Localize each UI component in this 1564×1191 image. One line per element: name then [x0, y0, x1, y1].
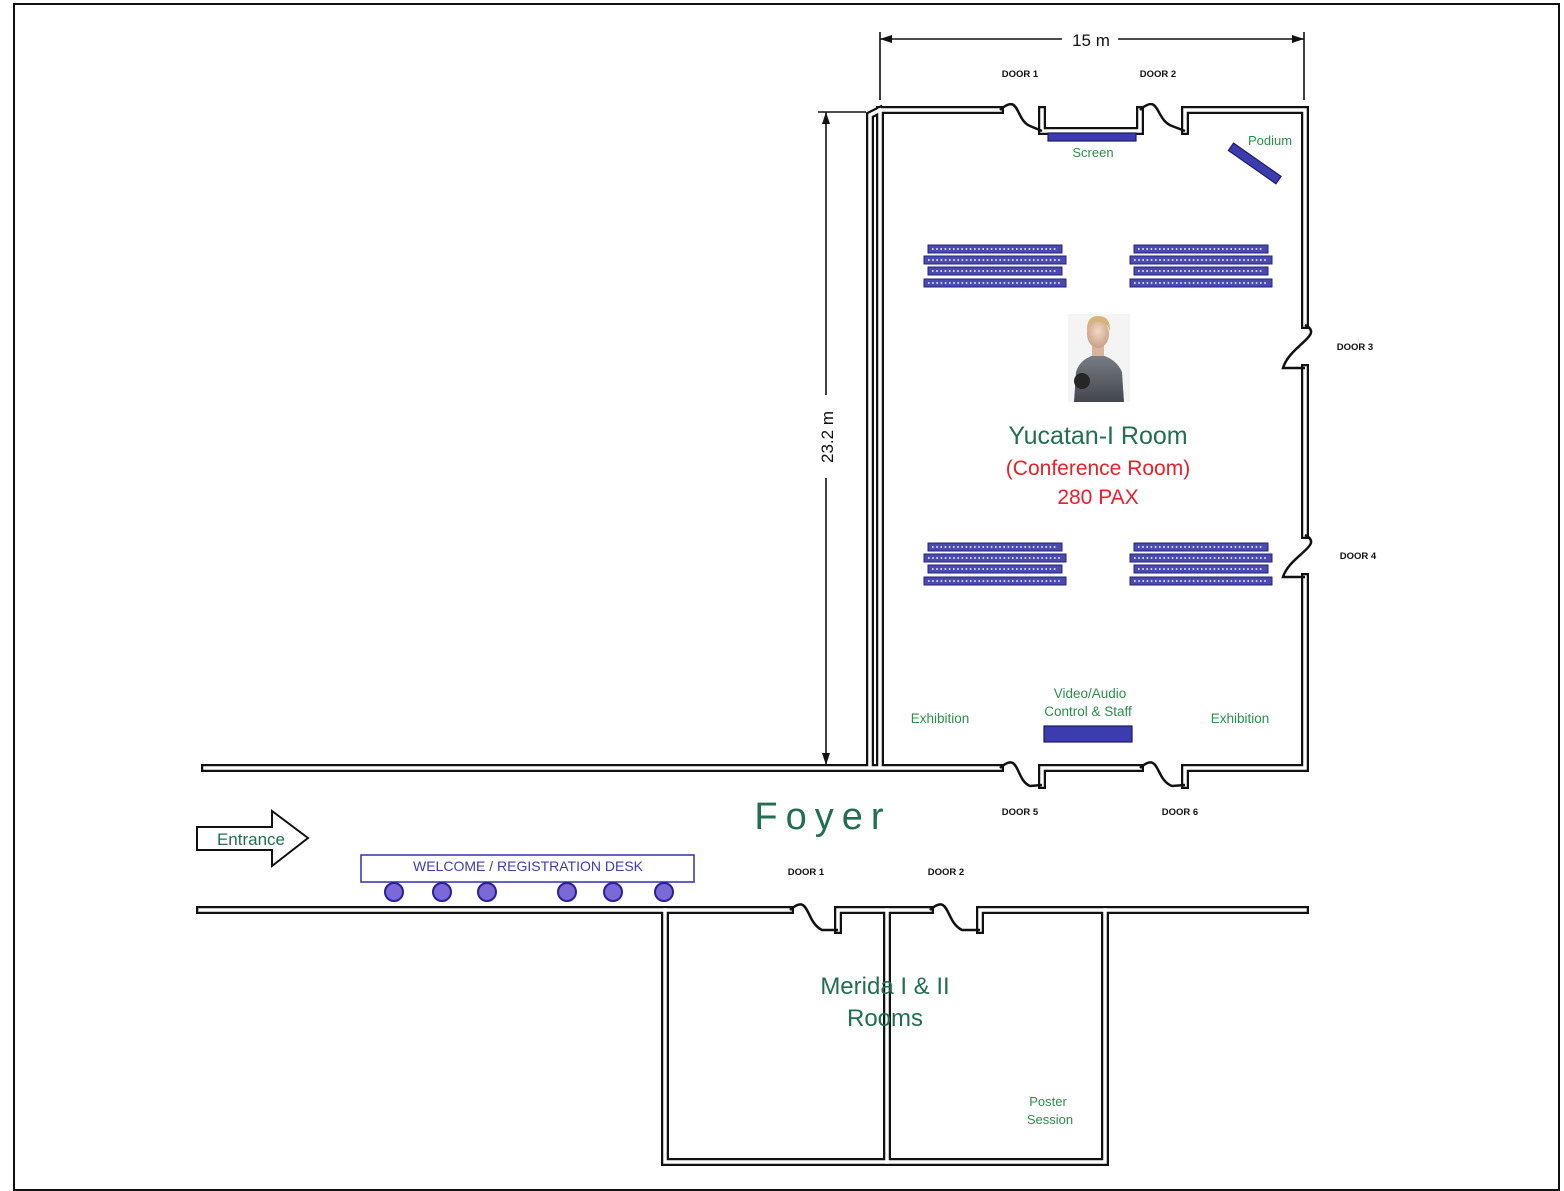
- exhibition-left-label: Exhibition: [911, 711, 970, 726]
- height-label: 23.2 m: [818, 411, 837, 463]
- screen-label: Screen: [1072, 145, 1113, 160]
- chair-icon: [384, 882, 404, 902]
- entrance-label: Entrance: [217, 830, 285, 849]
- poster-session-line2: Session: [1027, 1112, 1073, 1127]
- chair-icon: [603, 882, 623, 902]
- seating-block-bottom-left: [923, 542, 1067, 586]
- av-control-desk: Video/Audio Control & Staff: [1043, 686, 1133, 743]
- av-control-label-line1: Video/Audio: [1054, 686, 1127, 701]
- poster-session-line1: Poster: [1029, 1094, 1067, 1109]
- podium: Podium: [1227, 133, 1292, 185]
- yucatan-room-subtitle: (Conference Room): [1006, 457, 1190, 480]
- merida-door-1-label: DOOR 1: [788, 867, 825, 878]
- width-label: 15 m: [1072, 31, 1110, 50]
- door-1-label: DOOR 1: [1002, 69, 1039, 80]
- yucatan-room-title: Yucatan-I Room: [1008, 422, 1187, 450]
- yucatan-room-capacity: 280 PAX: [1057, 486, 1138, 509]
- merida-door-labels: DOOR 1 DOOR 2: [788, 867, 964, 878]
- door-swings: [789, 102, 1313, 932]
- door-5-label: DOOR 5: [1002, 807, 1039, 818]
- chair-icon: [477, 882, 497, 902]
- entrance-marker: Entrance: [196, 809, 310, 869]
- walls: [196, 104, 1309, 1166]
- chair-icon: [432, 882, 452, 902]
- door-3-label: DOOR 3: [1337, 342, 1373, 353]
- projection-screen: Screen: [1047, 132, 1137, 160]
- arrow-right-icon: [196, 809, 310, 869]
- door-6-label: DOOR 6: [1162, 807, 1198, 818]
- seating-block-bottom-right: [1129, 542, 1273, 586]
- chair-icon: [654, 882, 674, 902]
- merida-room-title-line1: Merida I & II: [820, 973, 949, 1000]
- door-4-label: DOOR 4: [1340, 551, 1377, 562]
- registration-desk: WELCOME / REGISTRATION DESK: [360, 854, 695, 902]
- dimension-width: 15 m: [879, 31, 1305, 100]
- chair-icon: [557, 882, 577, 902]
- exhibition-right-label: Exhibition: [1211, 711, 1270, 726]
- seating-block-top-left: [923, 244, 1067, 288]
- foyer-title: Foyer: [754, 796, 891, 838]
- page-frame: [13, 3, 1560, 1191]
- registration-desk-label: WELCOME / REGISTRATION DESK: [413, 858, 644, 874]
- seating-block-top-right: [1129, 244, 1273, 288]
- presenter-figure-icon: [1068, 314, 1130, 402]
- door-2-label: DOOR 2: [1140, 69, 1176, 80]
- dimension-height: 23.2 m: [818, 111, 866, 765]
- merida-door-2-label: DOOR 2: [928, 867, 964, 878]
- yucatan-door-labels: DOOR 1 DOOR 2 DOOR 3 DOOR 4 DOOR 5 DOOR …: [1002, 69, 1377, 818]
- av-control-label-line2: Control & Staff: [1044, 704, 1132, 719]
- podium-label: Podium: [1248, 133, 1292, 148]
- merida-room-title-line2: Rooms: [847, 1005, 923, 1032]
